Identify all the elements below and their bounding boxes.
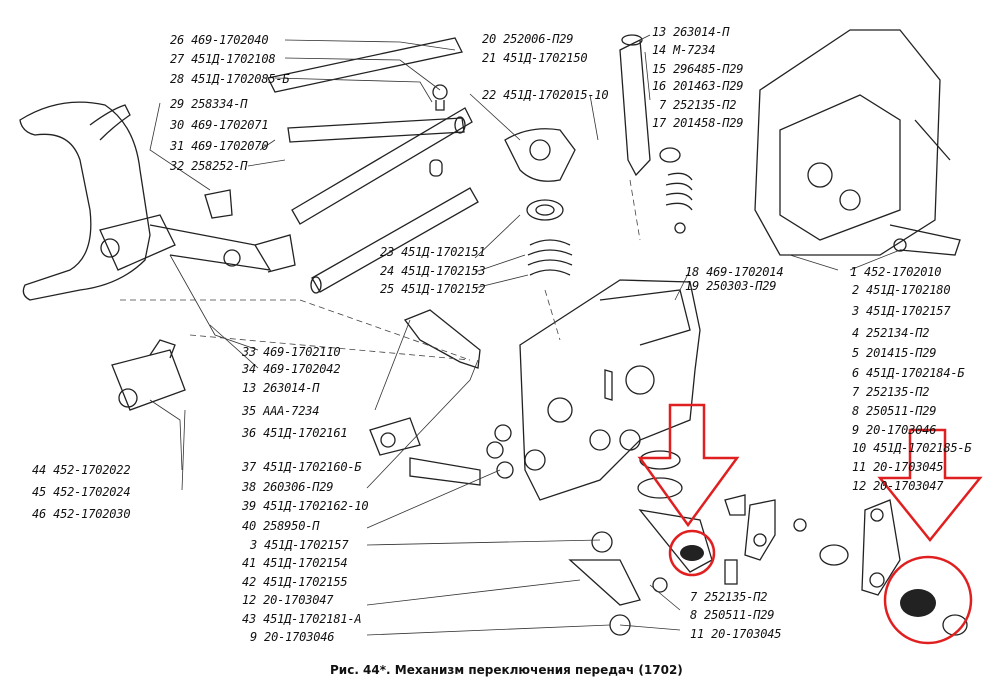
- part-label-39: 39 451Д-1702162-10: [242, 499, 369, 513]
- part-label-31: 31 469-1702070: [170, 139, 269, 153]
- part-label-42: 42 451Д-1702155: [242, 575, 348, 589]
- assembly-dashed-lines: [120, 179, 641, 361]
- part-label-9-left: 9 20-1703046: [250, 630, 335, 644]
- part-label-36: 36 451Д-1702161: [242, 426, 348, 440]
- part-label-43: 43 451Д-1702181-А: [242, 612, 362, 626]
- part-label-27: 27 451Д-1702108: [170, 52, 276, 66]
- leader-lines: [149, 34, 901, 636]
- part-label-40: 40 258950-П: [242, 519, 320, 533]
- part-label-38: 38 260306-П29: [242, 480, 334, 494]
- part-label-29: 29 258334-П: [170, 97, 248, 111]
- part-label-45: 45 452-1702024: [32, 485, 131, 499]
- red-circle-2: [883, 555, 973, 645]
- cover-housing-drawing: [754, 29, 961, 256]
- selector-lever-drawing: [369, 309, 514, 486]
- part-label-13-top: 13 263014-П: [652, 25, 730, 39]
- part-label-7-right: 7 252135-П2: [852, 385, 930, 399]
- part-label-5: 5 201415-П29: [852, 346, 937, 360]
- part-label-34: 34 469-1702042: [242, 362, 341, 376]
- part-label-16: 16 201463-П29: [652, 79, 744, 93]
- lever-block-drawing: [111, 339, 186, 411]
- part-label-23: 23 451Д-1702151: [380, 245, 486, 259]
- part-label-19: 19 250303-П29: [685, 279, 777, 293]
- part-label-46: 46 452-1702030: [32, 507, 131, 521]
- part-label-15: 15 296485-П29: [652, 62, 744, 76]
- part-label-32: 32 258252-П: [170, 159, 248, 173]
- part-label-1: 1 452-1702010: [850, 265, 942, 279]
- part-label-11-bottom: 11 20-1703045: [690, 627, 782, 641]
- red-arrow-2: [877, 428, 983, 542]
- part-label-28: 28 451Д-1702085-Б: [170, 72, 290, 86]
- part-label-17: 17 201458-П29: [652, 116, 744, 130]
- part-label-12-left: 12 20-1703047: [242, 593, 334, 607]
- red-arrow-1: [637, 403, 740, 528]
- gear-parts-drawing: [504, 34, 693, 276]
- part-label-7-top: 7 252135-П2: [659, 98, 737, 112]
- red-annotations: [637, 403, 983, 645]
- part-label-8-right: 8 250511-П29: [852, 404, 937, 418]
- part-label-20: 20 252006-П29: [482, 32, 574, 46]
- part-label-21: 21 451Д-1702150: [482, 51, 588, 65]
- part-label-35: 35 ААА-7234: [242, 404, 320, 418]
- part-label-41: 41 451Д-1702154: [242, 556, 348, 570]
- part-label-44: 44 452-1702022: [32, 463, 131, 477]
- part-label-33: 33 469-1702110: [242, 345, 341, 359]
- red-circle-1: [668, 529, 716, 577]
- part-label-11-right: 11 20-1703045: [852, 460, 944, 474]
- part-label-37: 37 451Д-1702160-Б: [242, 460, 362, 474]
- part-label-3-right: 3 451Д-1702157: [852, 304, 951, 318]
- part-label-3-left: 3 451Д-1702157: [250, 538, 349, 552]
- part-label-26: 26 469-1702040: [170, 33, 269, 47]
- part-label-14: 14 М-7234: [652, 43, 716, 57]
- part-label-6: 6 451Д-1702184-Б: [852, 366, 965, 380]
- part-label-30: 30 469-1702071: [170, 118, 269, 132]
- part-label-8-bottom: 8 250511-П29: [690, 608, 775, 622]
- housing-drawing: [519, 279, 701, 501]
- part-label-10: 10 451Д-1702185-Б: [852, 441, 972, 455]
- part-label-18: 18 469-1702014: [685, 265, 784, 279]
- part-label-12-right: 12 20-1703047: [852, 479, 944, 493]
- part-label-9-right: 9 20-1703046: [852, 423, 937, 437]
- part-label-4: 4 252134-П2: [852, 326, 930, 340]
- shift-fork-drawing: [19, 101, 296, 301]
- part-label-25: 25 451Д-1702152: [380, 282, 486, 296]
- figure-caption: Рис. 44*. Механизм переключения передач …: [330, 663, 683, 677]
- highlighted-parts: [680, 545, 936, 617]
- shift-rods-drawing: [204, 37, 479, 294]
- part-label-13-left: 13 263014-П: [242, 381, 320, 395]
- part-label-22: 22 451Д-1702015-10: [482, 88, 609, 102]
- part-label-24: 24 451Д-1702153: [380, 264, 486, 278]
- part-label-7-bottom: 7 252135-П2: [690, 590, 768, 604]
- part-label-2: 2 451Д-1702180: [852, 283, 951, 297]
